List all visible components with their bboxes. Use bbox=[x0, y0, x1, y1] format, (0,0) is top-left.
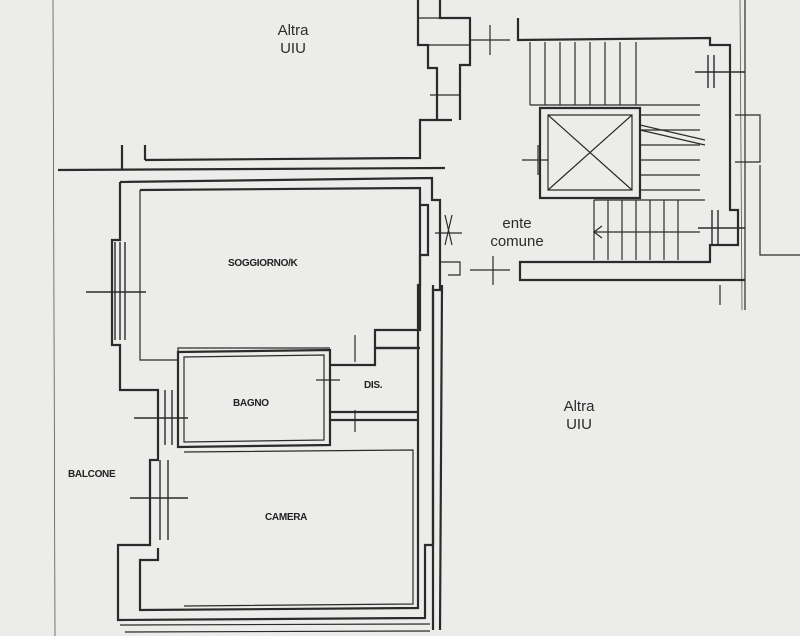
stair-side-box bbox=[735, 114, 761, 163]
door-marks bbox=[316, 335, 356, 432]
bagno-walls bbox=[176, 348, 332, 449]
wall-corridor-top-left bbox=[416, 0, 439, 120]
door-mark-4 bbox=[470, 256, 510, 285]
bagno-inner bbox=[183, 354, 325, 443]
window-stair-top bbox=[695, 55, 745, 88]
soggiorno-inner-wall bbox=[139, 190, 330, 361]
window-camera bbox=[130, 460, 188, 540]
label-altra-uiu-right: Altra UIU bbox=[554, 398, 604, 434]
stair-treads bbox=[529, 42, 705, 260]
wall-top-horizontal-2 bbox=[57, 166, 446, 172]
page-guide-left bbox=[52, 0, 56, 636]
altra-uiu-top-line1: Altra bbox=[277, 22, 309, 39]
lift-shaft bbox=[538, 106, 642, 200]
room-label-camera: CAMERA bbox=[265, 512, 308, 523]
corridor-verticals bbox=[431, 284, 444, 631]
corridor-short bbox=[440, 261, 461, 276]
ente-comune-line1: ente bbox=[502, 215, 532, 232]
apartment-outline-inner bbox=[138, 186, 430, 612]
room-label-dis: DIS. bbox=[364, 380, 383, 391]
altra-uiu-right-line1: Altra bbox=[563, 398, 595, 415]
page-guide-right bbox=[739, 0, 743, 311]
wall-left-return bbox=[120, 145, 147, 170]
ente-comune-line2: comune bbox=[490, 233, 544, 250]
room-label-balcone: BALCONE bbox=[68, 469, 116, 480]
lift-cabin bbox=[547, 114, 633, 191]
door-mark-3 bbox=[435, 214, 462, 246]
right-edge-lines bbox=[719, 0, 800, 310]
room-label-bagno: BAGNO bbox=[233, 398, 269, 409]
window-soggiorno bbox=[86, 242, 146, 340]
door-mark-2 bbox=[470, 25, 510, 55]
window-bagno bbox=[134, 390, 188, 445]
stair-outer bbox=[516, 18, 745, 282]
label-altra-uiu-top: Altra UIU bbox=[268, 22, 318, 58]
soggiorno-right-wall bbox=[373, 205, 422, 350]
altra-uiu-top-line2: UIU bbox=[280, 40, 306, 57]
label-ente-comune: ente comune bbox=[472, 215, 562, 251]
wall-corridor-inner bbox=[418, 17, 470, 46]
wall-top-horizontal bbox=[144, 118, 452, 162]
lift-door-mark bbox=[522, 145, 548, 175]
altra-uiu-right-line2: UIU bbox=[566, 416, 592, 433]
bottom-extra-lines bbox=[119, 623, 431, 633]
room-label-soggiorno: SOGGIORNO/K bbox=[228, 258, 298, 269]
stair-arrow bbox=[593, 124, 706, 239]
apartment-outline-outer bbox=[110, 176, 442, 622]
wall-corridor-top-right bbox=[438, 0, 472, 120]
dis-walls bbox=[330, 346, 418, 422]
window-stair-bottom bbox=[698, 210, 745, 245]
camera-inner bbox=[183, 449, 414, 607]
